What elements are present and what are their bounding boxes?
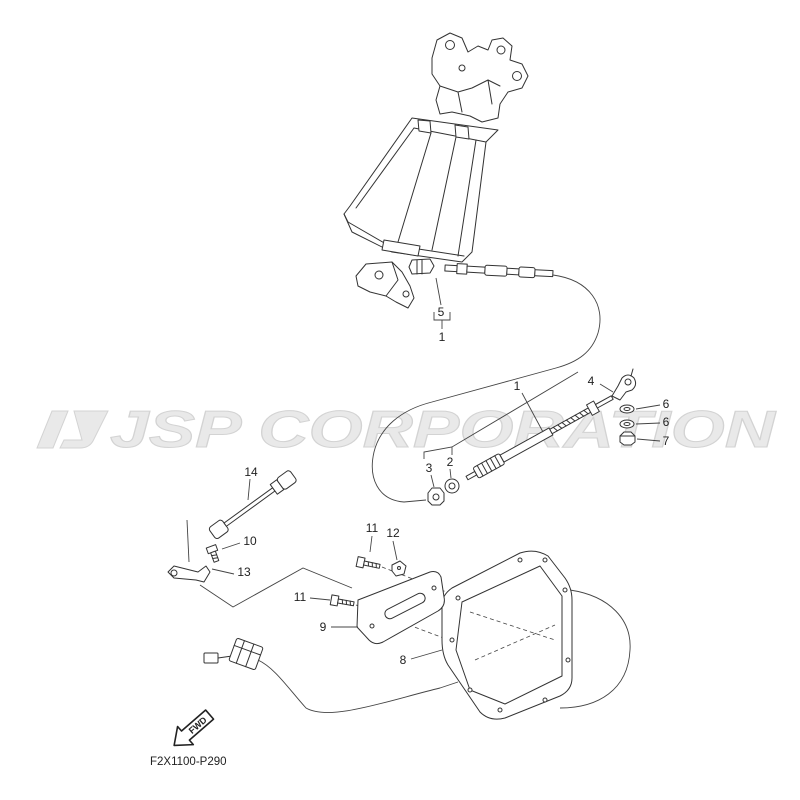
part-10-bolt bbox=[205, 544, 220, 563]
fwd-arrow-icon: FWD bbox=[173, 709, 215, 747]
leader-line-2 bbox=[449, 468, 452, 479]
steering-joint bbox=[355, 261, 415, 309]
part-9-bracket-plate bbox=[356, 571, 445, 645]
part-8-control-box bbox=[441, 550, 573, 720]
cable-lower-end bbox=[465, 395, 614, 481]
leader-line-4 bbox=[599, 383, 614, 393]
leader-line-8 bbox=[410, 649, 443, 660]
harness-wire-right bbox=[559, 589, 631, 709]
callout-11b: 11 bbox=[294, 590, 307, 604]
leader-line-10 bbox=[221, 542, 241, 550]
cable-upper-end bbox=[444, 263, 554, 279]
part-13-bracket bbox=[167, 565, 211, 583]
leader-line-11b bbox=[309, 597, 331, 601]
callout-13: 13 bbox=[237, 565, 251, 579]
bracket-5-1 bbox=[433, 312, 451, 329]
callout-12: 12 bbox=[386, 526, 400, 540]
callout-2: 2 bbox=[447, 455, 454, 469]
harness-wire bbox=[257, 659, 459, 713]
leader-line-6b bbox=[635, 422, 661, 425]
callout-1: 1 bbox=[514, 379, 521, 393]
callout-10: 10 bbox=[243, 534, 257, 548]
callout-9: 9 bbox=[320, 620, 327, 634]
part-4-ball-joint bbox=[611, 368, 637, 401]
part-11-bolt-upper bbox=[355, 556, 381, 569]
leader-line-5 bbox=[435, 277, 442, 306]
callout-14: 14 bbox=[244, 465, 258, 479]
leader-line-11a bbox=[369, 535, 373, 553]
leader-line-13 bbox=[211, 568, 235, 575]
part-11-bolt-lower bbox=[329, 594, 355, 607]
part-7-nut bbox=[619, 431, 636, 446]
part-6-washer-a bbox=[619, 404, 635, 414]
part-5-collar bbox=[408, 258, 435, 275]
leader-lines bbox=[211, 277, 661, 660]
part-12-clip bbox=[391, 560, 407, 577]
leader-line-12 bbox=[392, 540, 398, 561]
leader-line-6a bbox=[635, 404, 661, 410]
callout-1-sub: 1 bbox=[439, 330, 446, 344]
part-14-rod bbox=[208, 470, 297, 540]
watermark-text: JSP CORPORATION bbox=[110, 401, 777, 459]
group-line-13-9 bbox=[199, 567, 353, 608]
callouts: 5 1 1 4 6 6 7 3 2 14 10 13 11 12 11 9 8 bbox=[237, 305, 669, 667]
steering-column bbox=[343, 32, 529, 263]
part-6-washer-b bbox=[619, 419, 635, 429]
harness-connector bbox=[203, 637, 264, 671]
leader-line-7 bbox=[636, 438, 661, 442]
callout-6b: 6 bbox=[663, 415, 670, 429]
watermark-logo-icon bbox=[36, 410, 109, 449]
callout-4: 4 bbox=[588, 374, 595, 388]
callout-7: 7 bbox=[663, 434, 670, 448]
group-line-14-13 bbox=[186, 519, 190, 563]
leader-line-3 bbox=[430, 474, 435, 488]
callout-6a: 6 bbox=[663, 397, 670, 411]
callout-11a: 11 bbox=[366, 521, 379, 535]
callout-8: 8 bbox=[400, 653, 407, 667]
group-line-1 bbox=[423, 371, 579, 459]
leader-line-1 bbox=[521, 392, 544, 433]
diagram-code: F2X1100-P290 bbox=[150, 756, 227, 768]
watermark: JSP CORPORATION bbox=[36, 401, 777, 460]
steering-cable bbox=[371, 274, 601, 503]
leader-line-14 bbox=[247, 478, 251, 501]
callout-3: 3 bbox=[426, 461, 433, 475]
part-2-washer bbox=[444, 478, 460, 494]
callout-5: 5 bbox=[438, 305, 445, 319]
part-3-nut bbox=[427, 487, 445, 506]
